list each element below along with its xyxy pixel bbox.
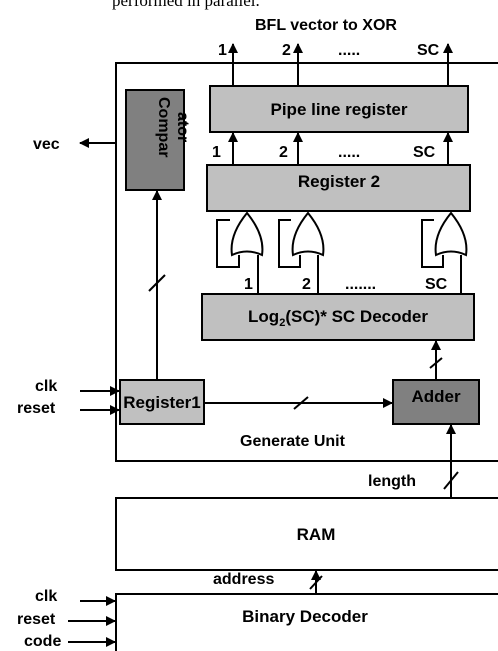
length-label: length (368, 473, 416, 490)
clk-bottom-label: clk (35, 588, 57, 605)
dec-bus-label-2: 2 (302, 276, 311, 293)
length-slash (443, 471, 459, 490)
out-bus-label-dots: ..... (338, 42, 360, 59)
reset-top-label: reset (17, 400, 56, 417)
reg1-to-comparator-slash (148, 274, 166, 292)
or-gate-2 (291, 211, 325, 257)
top-caption-text: performed in parallel. (112, 0, 260, 10)
gate-feedback-sc (421, 219, 444, 268)
out-bus-label-1: 1 (218, 42, 227, 59)
binary-decoder-label: Binary Decoder (242, 607, 368, 626)
comparator-label-line2: ator (174, 112, 191, 142)
gate-feedback-1 (216, 219, 240, 268)
dec-bus-label-sc: SC (425, 276, 448, 293)
address-slash (309, 575, 323, 590)
register2-box (206, 164, 471, 212)
register1-label: Register1 (123, 393, 200, 412)
mid-bus-label-1: 1 (212, 144, 221, 161)
binary-decoder-box (115, 593, 498, 651)
comparator-label-line1: Compar (155, 97, 172, 157)
ram-label: RAM (297, 525, 336, 544)
adder-box (392, 379, 480, 425)
register1-box (119, 379, 205, 425)
mid-bus-label-sc: SC (413, 144, 436, 161)
log-decoder-label: Log2(SC)* SC Decoder (248, 307, 428, 329)
register2-label: Register 2 (298, 172, 380, 191)
code-label: code (24, 633, 61, 650)
output-label: BFL vector to XOR (255, 17, 397, 34)
mid-bus-label-dots: ..... (338, 144, 360, 161)
reset-bottom-label: reset (17, 611, 56, 628)
log-decoder-box (201, 293, 475, 341)
generate-unit-label: Generate Unit (240, 433, 346, 450)
or-gate-1 (230, 211, 264, 257)
out-bus-label-2: 2 (282, 42, 291, 59)
mid-bus-label-2: 2 (279, 144, 288, 161)
pipeline-register-label: Pipe line register (271, 100, 408, 119)
adder-label: Adder (411, 387, 461, 406)
address-label: address (213, 571, 274, 588)
reg1-to-adder-slash (293, 396, 309, 410)
pipeline-register-box (209, 85, 469, 133)
out-bus-label-sc: SC (417, 42, 440, 59)
dec-bus-label-1: 1 (244, 276, 253, 293)
adder-to-decoder-slash (429, 357, 443, 369)
or-gate-sc (434, 211, 468, 257)
gate-feedback-2 (278, 219, 301, 268)
ram-box (115, 497, 498, 571)
dec-bus-label-dots: ....... (345, 276, 376, 293)
vec-label: vec (33, 136, 60, 153)
clk-top-label: clk (35, 378, 57, 395)
